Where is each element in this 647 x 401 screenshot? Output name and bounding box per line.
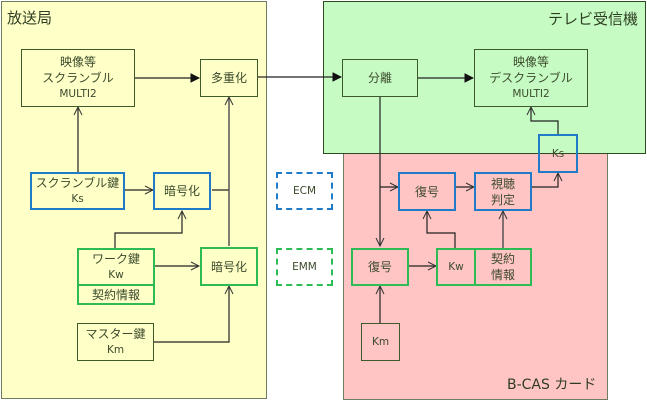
emm-legend: EMM (276, 248, 333, 286)
demux-box: 分離 (342, 59, 418, 97)
ecm-legend: ECM (276, 172, 333, 210)
scramble-key-box: スクランブル鍵 Ks (30, 172, 125, 210)
wire-kw-decrypt1 (427, 211, 456, 248)
wire-km-encrypt2 (154, 286, 229, 343)
work-key-box: ワーク鍵 Kw (77, 248, 155, 286)
master-key-box: マスター鍵 Km (77, 323, 154, 361)
card-km-box: Km (361, 323, 400, 361)
tv-receiver-region (323, 1, 646, 154)
ks-box: Ks (538, 134, 578, 173)
tv-receiver-label: テレビ受信機 (548, 10, 639, 28)
judge-box: 視聴 判定 (474, 172, 532, 211)
card-contract-box: 契約 情報 (474, 248, 532, 286)
broadcaster-label: 放送局 (7, 9, 53, 27)
encrypt-emm-box: 暗号化 (200, 247, 258, 286)
wire-ks-descramble (531, 107, 559, 134)
wire-kw-encrypt1 (114, 211, 182, 248)
mux-box: 多重化 (200, 59, 258, 97)
decrypt-emm-box: 復号 (351, 248, 409, 286)
descramble-box: 映像等 デスクランブル MULTI2 (474, 49, 588, 107)
encrypt-ecm-box: 暗号化 (153, 172, 211, 210)
scramble-box: 映像等 スクランブル MULTI2 (21, 49, 135, 107)
card-kw-box: Kw (436, 248, 476, 286)
bcas-card-label: B-CAS カード (507, 377, 597, 393)
contract-info-box: 契約情報 (77, 284, 155, 305)
wire-judge-ks (532, 173, 558, 188)
decrypt-ecm-box: 復号 (398, 172, 456, 211)
